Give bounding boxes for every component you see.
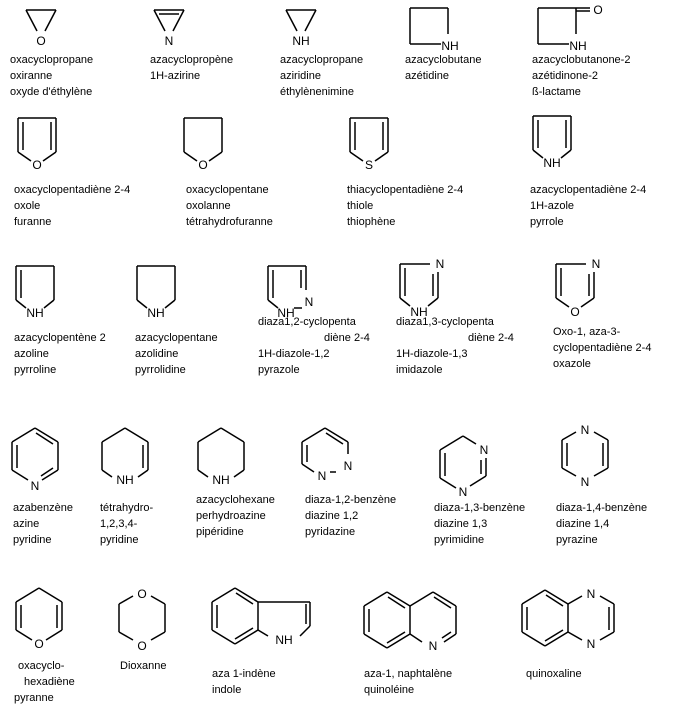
- atom-label: N: [318, 469, 327, 483]
- atom-label: NH: [543, 156, 560, 170]
- compound-names: tétrahydro-1,2,3,4-pyridine: [100, 502, 154, 546]
- atom-label: NH: [26, 306, 43, 320]
- tetrahydropyridine-structure: NH: [100, 424, 160, 500]
- atom-label: O: [593, 3, 602, 17]
- atom-label: N: [31, 479, 40, 493]
- atom-label: N: [436, 257, 445, 271]
- atom-label: N: [459, 485, 468, 499]
- pyridazine-structure: N N: [300, 424, 370, 500]
- pyrroline-structure: NH: [10, 260, 70, 322]
- oxazole-structure: N O: [550, 257, 620, 322]
- atom-label: O: [36, 34, 45, 48]
- compound-names: quinoxaline: [526, 668, 582, 680]
- oxirane-structure: O: [22, 4, 62, 48]
- tetrahydrofuran-structure: O: [178, 112, 238, 174]
- pyrrole-structure: NH: [527, 110, 587, 172]
- quinoxaline-structure: N N: [520, 584, 640, 660]
- compound-names: Dioxanne: [120, 660, 167, 672]
- atom-label: N: [305, 295, 314, 309]
- atom-label: O: [34, 637, 43, 651]
- atom-label: NH: [116, 473, 133, 487]
- pyrazole-structure: N NH: [262, 260, 332, 322]
- atom-label: O: [198, 158, 207, 172]
- pyridine-structure: N: [10, 424, 70, 500]
- azetidinone-structure: O NH: [536, 3, 616, 56]
- aziridine-structure: NH: [282, 4, 322, 48]
- dioxane-structure: O O: [117, 584, 177, 664]
- atom-label: NH: [410, 305, 427, 319]
- atom-label: N: [581, 475, 590, 489]
- atom-label: O: [570, 305, 579, 319]
- quinoline-structure: N: [362, 588, 472, 658]
- atom-label: N: [165, 34, 174, 48]
- azirine-structure: N: [150, 4, 190, 48]
- atom-label: O: [137, 587, 146, 601]
- atom-label: N: [344, 459, 353, 473]
- atom-label: N: [587, 587, 596, 601]
- atom-label: N: [581, 423, 590, 437]
- atom-label: N: [587, 637, 596, 651]
- indole-structure: NH: [210, 584, 330, 654]
- azetidine-structure: NH: [408, 6, 468, 56]
- atom-label: NH: [569, 39, 586, 53]
- atom-label: NH: [212, 473, 229, 487]
- atom-label: O: [32, 158, 41, 172]
- atom-label: NH: [275, 633, 292, 647]
- atom-label: N: [480, 443, 489, 457]
- atom-label: N: [429, 639, 438, 653]
- atom-label: NH: [277, 306, 294, 320]
- atom-label: NH: [147, 306, 164, 320]
- atom-label: NH: [441, 39, 458, 53]
- imidazole-structure: N NH: [394, 257, 464, 322]
- piperidine-structure: NH: [196, 424, 256, 500]
- pyrimidine-structure: N N: [438, 432, 508, 508]
- atom-label: S: [365, 158, 373, 172]
- thiophene-structure: S: [344, 112, 404, 174]
- atom-label: N: [592, 257, 601, 271]
- pyrrolidine-structure: NH: [131, 260, 191, 322]
- atom-label: NH: [292, 34, 309, 48]
- furan-structure: O: [12, 112, 72, 174]
- pyran-structure: O: [14, 584, 74, 660]
- pyrazine-structure: N N: [560, 422, 620, 498]
- atom-label: O: [137, 639, 146, 653]
